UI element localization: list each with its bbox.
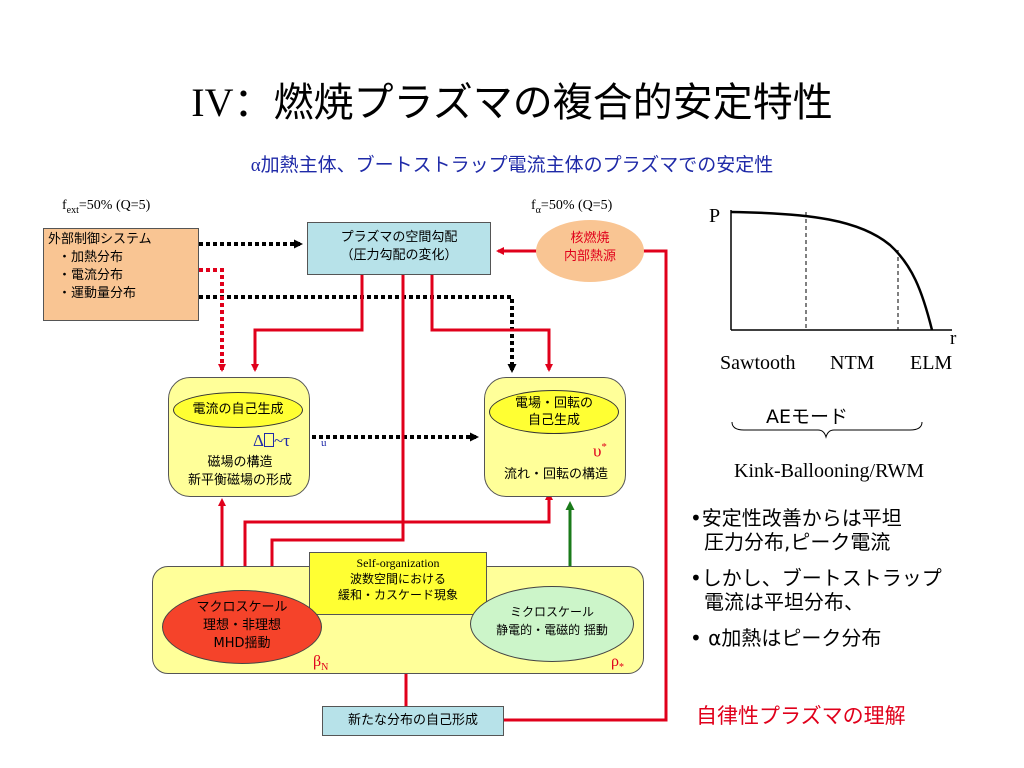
field-rotation-box: 電場・回転の 自己生成 υ* 流れ・回転の構造 — [484, 377, 626, 497]
delta-symbol: Δ — [253, 431, 264, 450]
right-box-line-0: 流れ・回転の構造 — [503, 467, 608, 482]
region-ntm: NTM — [830, 352, 875, 374]
arrow-plasma-to-right-box — [430, 275, 553, 372]
bullet-2-line-0: α加熱はピーク分布 — [708, 626, 882, 650]
field-rotation-ellipse: 電場・回転の 自己生成 — [489, 390, 619, 434]
nuclear-line-0: 核燃焼 — [570, 231, 610, 246]
new-distribution-box: 新たな分布の自己形成 — [322, 706, 504, 736]
selforg-line-0: Self-organization — [356, 556, 440, 570]
missing-glyph-box — [263, 433, 274, 447]
field-rotation-line-1: 自己生成 — [527, 413, 580, 428]
bullet-0-line-1: 圧力分布,ピーク電流 — [704, 530, 891, 554]
arrow-plasma-to-left-box — [251, 275, 364, 372]
bullet-item-2: • α加熱はピーク分布 — [690, 626, 881, 650]
nuclear-line-1: 内部熱源 — [563, 249, 616, 264]
delta-tau-symbol: Δ ~τ — [253, 432, 290, 450]
subtitle-text: 加熱主体、ブートストラップ電流主体のプラズマでの安定性 — [260, 154, 774, 176]
bullet-mark-0: • — [690, 506, 702, 530]
f-ext-label: fext=50% (Q=5) — [62, 198, 150, 216]
bullet-item-0: •安定性改善からは平坦 圧力分布,ピーク電流 — [690, 506, 902, 554]
upsilon-sup: * — [601, 441, 607, 453]
plasma-line-1: （圧力勾配の変化） — [340, 248, 458, 263]
region-elm: ELM — [910, 352, 953, 374]
plot-y-label: P — [709, 205, 721, 227]
selforg-line-1: 波数空間における — [349, 572, 446, 586]
micro-line-1: 静電的・電磁的 揺動 — [496, 623, 608, 637]
plasma-line-0: プラズマの空間勾配 — [340, 230, 458, 245]
left-box-line-0: 磁場の構造 — [207, 455, 273, 470]
pressure-curve — [730, 210, 934, 331]
bullet-item-1: •しかし、ブートストラップ 電流は平坦分布、 — [690, 566, 942, 614]
ext-line-3: ・運動量分布 — [58, 286, 137, 301]
plot-x-label: r — [950, 328, 957, 349]
rho-main: ρ — [611, 653, 619, 670]
rho-sub: * — [618, 662, 624, 674]
beta-n-label: βN — [313, 653, 328, 677]
title-text: 燃焼プラズマの複合的安定特性 — [273, 80, 833, 126]
external-control-box: 外部制御システム ・加熱分布 ・電流分布 ・運動量分布 — [43, 228, 199, 321]
arrow-ext-to-right-box — [199, 295, 517, 373]
plasma-gradient-box: プラズマの空間勾配 （圧力勾配の変化） — [307, 222, 491, 275]
bullet-mark-1: • — [690, 566, 702, 590]
f-alpha-suffix: =50% (Q=5) — [540, 198, 613, 213]
kink-ballooning-label: Kink-Ballooning/RWM — [734, 460, 924, 482]
macro-line-1: 理想・非理想 — [202, 618, 281, 633]
macro-line-2: MHD揺動 — [213, 636, 271, 651]
current-self-generation-box: 電流の自己生成 Δ ~τ 磁場の構造 新平衡磁場の形成 — [168, 377, 310, 497]
pressure-profile-plot — [730, 210, 952, 439]
ext-line-2: ・電流分布 — [58, 268, 124, 283]
f-ext-sub: ext — [66, 204, 79, 216]
slide-subtitle: α加熱主体、ブートストラップ電流主体のプラズマでの安定性 — [0, 150, 1024, 177]
f-alpha-sub: α — [535, 204, 541, 216]
title-roman-numeral: IV — [191, 80, 234, 125]
bullet-0-line-0: 安定性改善からは平坦 — [701, 506, 902, 530]
f-ext-suffix: =50% (Q=5) — [78, 198, 151, 213]
subtitle-alpha: α — [250, 155, 261, 176]
ext-line-1: ・加熱分布 — [58, 250, 124, 265]
tau-subscript: u — [321, 437, 327, 449]
title-separator: ： — [233, 80, 274, 126]
micro-line-0: ミクロスケール — [509, 605, 594, 619]
rho-star-label: ρ* — [611, 653, 624, 677]
current-self-generation-ellipse: 電流の自己生成 — [173, 392, 303, 428]
microscale-ellipse: ミクロスケール 静電的・電磁的 揺動 — [470, 586, 634, 662]
tau-symbol: ~τ — [273, 431, 290, 450]
beta-main: β — [313, 653, 322, 670]
upsilon-main: υ — [593, 441, 602, 461]
ae-mode-label: AEモード — [766, 406, 849, 428]
bullet-mark-2: • — [690, 626, 702, 650]
beta-sub: N — [321, 662, 329, 674]
field-rotation-line-0: 電場・回転の — [514, 396, 593, 411]
f-ext-prefix: f — [62, 198, 67, 213]
f-alpha-label: fα=50% (Q=5) — [531, 198, 612, 216]
f-alpha-prefix: f — [531, 198, 536, 213]
upsilon-symbol: υ* — [593, 438, 607, 461]
ext-line-0: 外部制御システム — [48, 232, 152, 247]
nuclear-burning-ellipse: 核燃焼 内部熱源 — [536, 220, 644, 282]
bullet-1-line-0: しかし、ブートストラップ — [701, 566, 942, 590]
macroscale-ellipse: マクロスケール 理想・非理想 MHD揺動 — [162, 590, 322, 664]
bullet-1-line-1: 電流は平坦分布、 — [704, 590, 864, 614]
slide-title: IV：燃焼プラズマの複合的安定特性 — [0, 70, 1024, 128]
arrow-ext-to-left-box — [199, 268, 226, 372]
arrow-right-box-to-macro — [241, 492, 553, 584]
left-box-line-1: 新平衡磁場の形成 — [187, 473, 292, 488]
self-organization-box: Self-organization 波数空間における 緩和・カスケード現象 — [309, 552, 487, 615]
conclusion-text: 自律性プラズマの理解 — [696, 704, 906, 728]
macro-line-0: マクロスケール — [196, 600, 288, 615]
selforg-line-2: 緩和・カスケード現象 — [337, 588, 458, 602]
ae-brace — [731, 421, 923, 439]
region-sawtooth: Sawtooth — [720, 352, 796, 374]
